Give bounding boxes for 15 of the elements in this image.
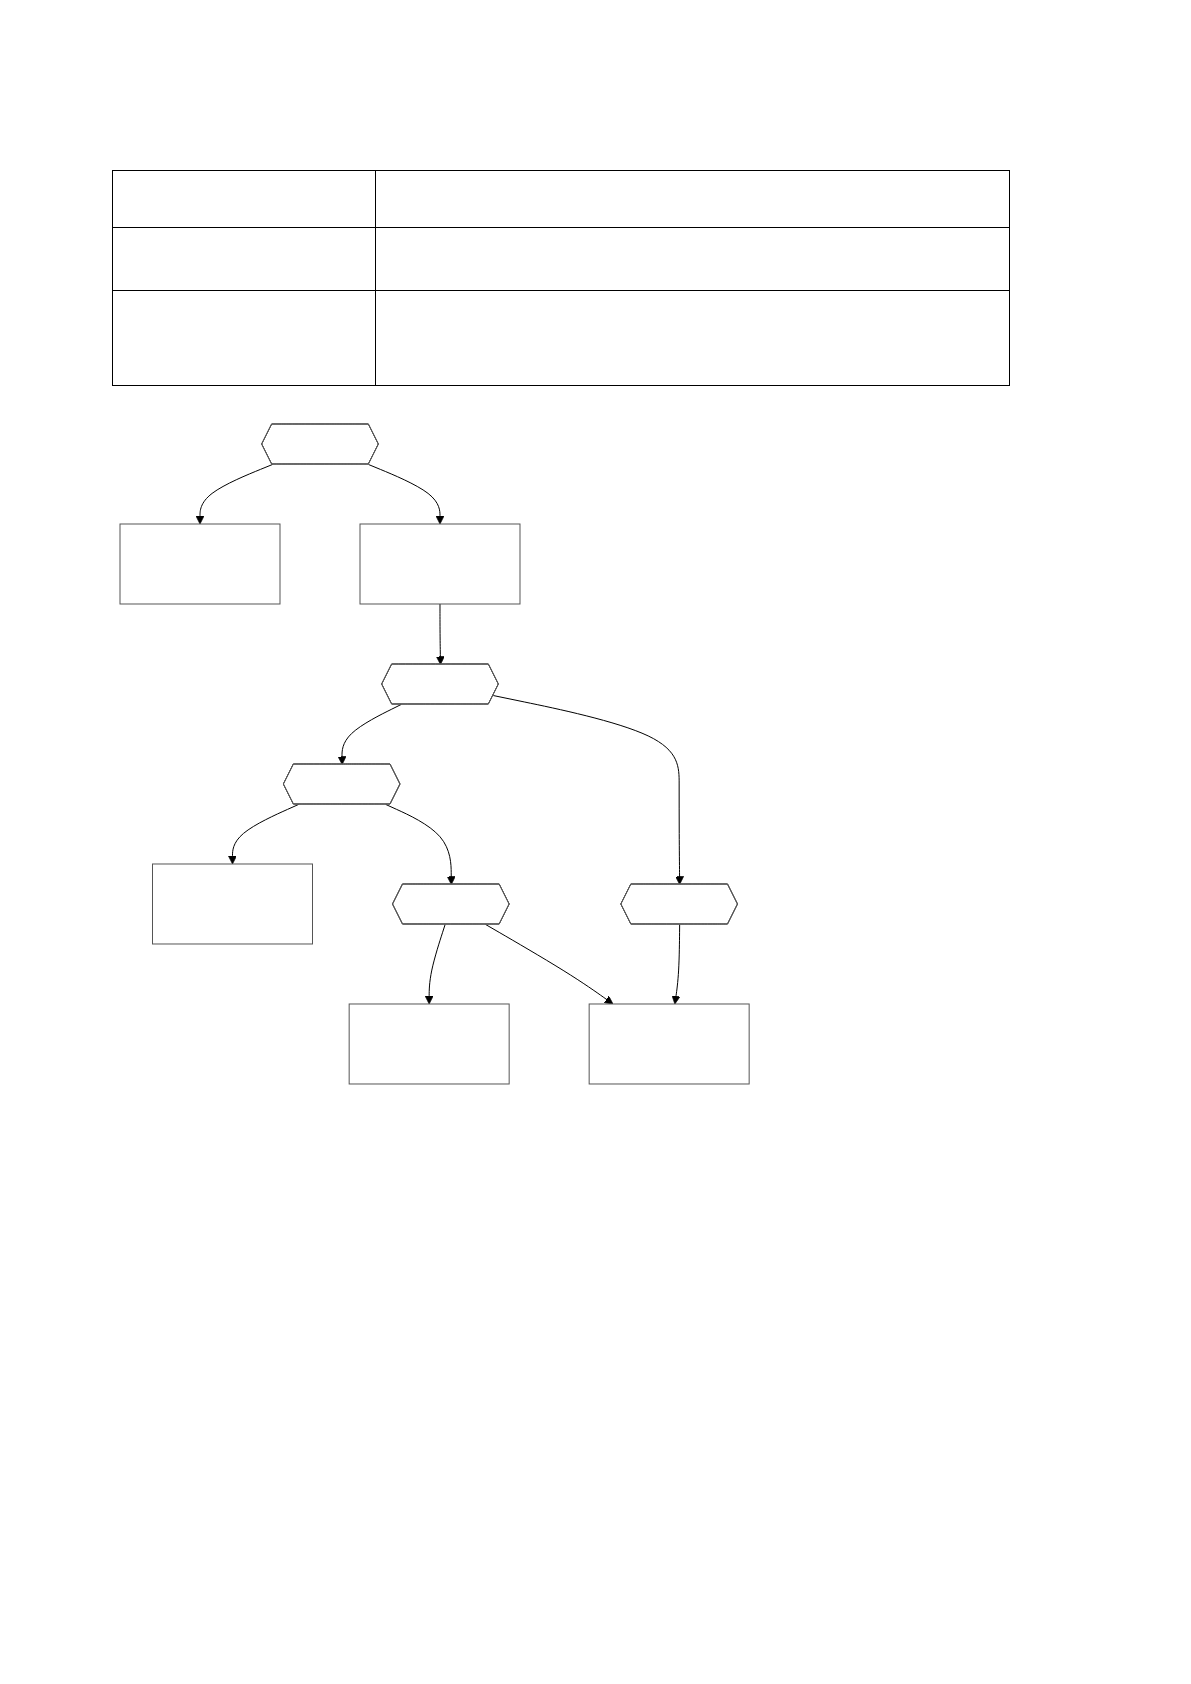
arrow (228, 804, 299, 865)
node-box (588, 1003, 750, 1085)
arrow (485, 924, 614, 1005)
node-box (348, 1003, 510, 1085)
node-box (359, 523, 521, 605)
arrow (195, 464, 273, 525)
arrow (385, 804, 456, 885)
node-box (152, 863, 313, 945)
arrow (368, 464, 445, 525)
arrow (492, 695, 684, 885)
arrow (424, 924, 446, 1005)
arrow (671, 924, 681, 1005)
arrow (435, 603, 445, 665)
arrow (337, 704, 402, 765)
node-box (119, 523, 281, 605)
